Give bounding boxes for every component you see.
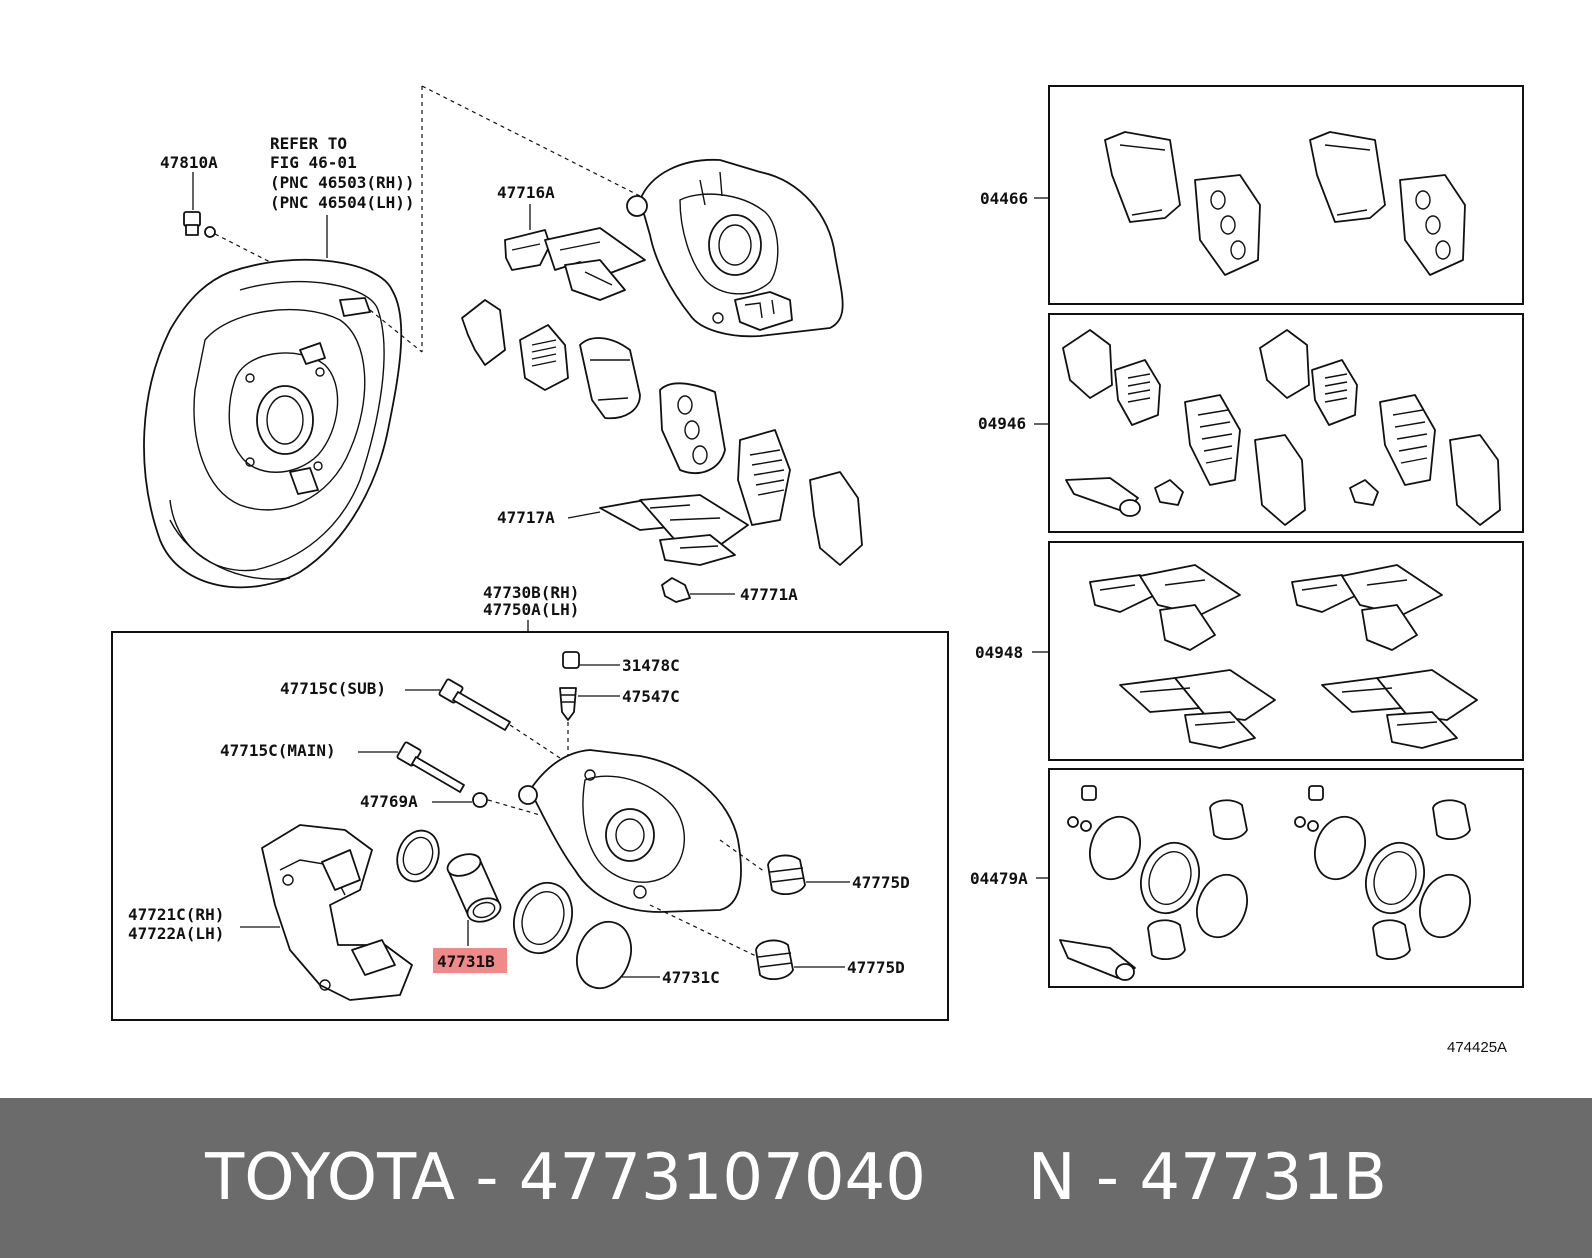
label-47717A: 47717A bbox=[497, 508, 555, 527]
kit-04466[interactable]: 04466 bbox=[980, 85, 1524, 305]
refer-note-line: (PNC 46503(RH)) bbox=[270, 173, 415, 192]
part-47771A[interactable]: 47771A bbox=[661, 577, 798, 604]
label-47715C-main: 47715C(MAIN) bbox=[220, 741, 336, 760]
label-47731B: 47731B bbox=[437, 952, 495, 971]
refer-note: REFER TO FIG 46-01 (PNC 46503(RH)) (PNC … bbox=[270, 134, 415, 258]
label-47810A: 47810A bbox=[160, 153, 218, 172]
part-47716A[interactable]: 47716A bbox=[497, 183, 646, 301]
label-31478C: 31478C bbox=[622, 656, 680, 675]
refer-note-line: REFER TO bbox=[270, 134, 347, 153]
part-47775D-top[interactable]: 47775D bbox=[767, 854, 910, 896]
label-04479A: 04479A bbox=[970, 869, 1028, 888]
caliper-assembly-top bbox=[626, 159, 844, 338]
figure-number: 474425A bbox=[1447, 1039, 1507, 1056]
caption-separator-2: - bbox=[1075, 1141, 1140, 1215]
part-47715C-sub[interactable]: 47715C(SUB) bbox=[280, 678, 561, 759]
caption-gap bbox=[926, 1141, 1028, 1215]
part-47731C[interactable]: 47731C bbox=[568, 914, 720, 996]
caption-separator: - bbox=[455, 1141, 519, 1215]
part-31478C[interactable]: 31478C bbox=[562, 651, 680, 675]
refer-note-line: FIG 46-01 bbox=[270, 153, 357, 172]
part-47715C-main[interactable]: 47715C(MAIN) bbox=[220, 741, 465, 793]
label-04948: 04948 bbox=[975, 643, 1023, 662]
part-47717A[interactable]: 47717A bbox=[497, 494, 749, 566]
label-04946: 04946 bbox=[978, 414, 1026, 433]
label-47750A: 47750A(LH) bbox=[483, 600, 579, 619]
label-47775D-bottom: 47775D bbox=[847, 958, 905, 977]
part-number: 4773107040 bbox=[518, 1141, 926, 1215]
piston-boot bbox=[513, 881, 573, 955]
kit-04948[interactable]: 04948 bbox=[975, 541, 1524, 761]
label-47775D-top: 47775D bbox=[852, 873, 910, 892]
part-47769A[interactable]: 47769A bbox=[360, 792, 541, 816]
label-47731C: 47731C bbox=[662, 968, 720, 987]
label-04466: 04466 bbox=[980, 189, 1028, 208]
refer-note-line: (PNC 46504(LH)) bbox=[270, 193, 415, 212]
parts-diagram: REFER TO FIG 46-01 (PNC 46503(RH)) (PNC … bbox=[111, 85, 1524, 1056]
part-47775D-bottom[interactable]: 47775D bbox=[755, 939, 905, 981]
label-47721C: 47721C(RH) bbox=[128, 905, 224, 924]
part-47731B[interactable]: 47731B bbox=[433, 850, 507, 973]
label-47722A: 47722A(LH) bbox=[128, 924, 224, 943]
backing-plate bbox=[143, 258, 403, 589]
part-47547C[interactable]: 47547C bbox=[559, 687, 680, 760]
caliper-body bbox=[518, 749, 742, 913]
brand-name: TOYOTA bbox=[205, 1141, 455, 1215]
caliper-kit-box: 47730B(RH) 47750A(LH) bbox=[111, 583, 949, 1021]
part-caption-bar: TOYOTA - 4773107040 N - 47731B bbox=[0, 1098, 1592, 1258]
piston-seal-ring bbox=[396, 829, 440, 883]
highlight-47731B bbox=[433, 948, 507, 973]
label-47769A: 47769A bbox=[360, 792, 418, 811]
kit-04479A[interactable]: 04479A bbox=[970, 768, 1524, 988]
label-47715C-sub: 47715C(SUB) bbox=[280, 679, 386, 698]
label-47771A: 47771A bbox=[740, 585, 798, 604]
label-47716A: 47716A bbox=[497, 183, 555, 202]
ref-prefix: N bbox=[1027, 1141, 1076, 1215]
part-47721C[interactable]: 47721C(RH) 47722A(LH) bbox=[128, 824, 413, 1001]
kit-04946[interactable]: 04946 bbox=[978, 313, 1524, 533]
label-47730B: 47730B(RH) bbox=[483, 583, 579, 602]
part-47810A[interactable]: 47810A bbox=[160, 153, 271, 263]
label-47547C: 47547C bbox=[622, 687, 680, 706]
pad-set-middle bbox=[461, 299, 863, 566]
ref-code: 47731B bbox=[1139, 1141, 1387, 1215]
